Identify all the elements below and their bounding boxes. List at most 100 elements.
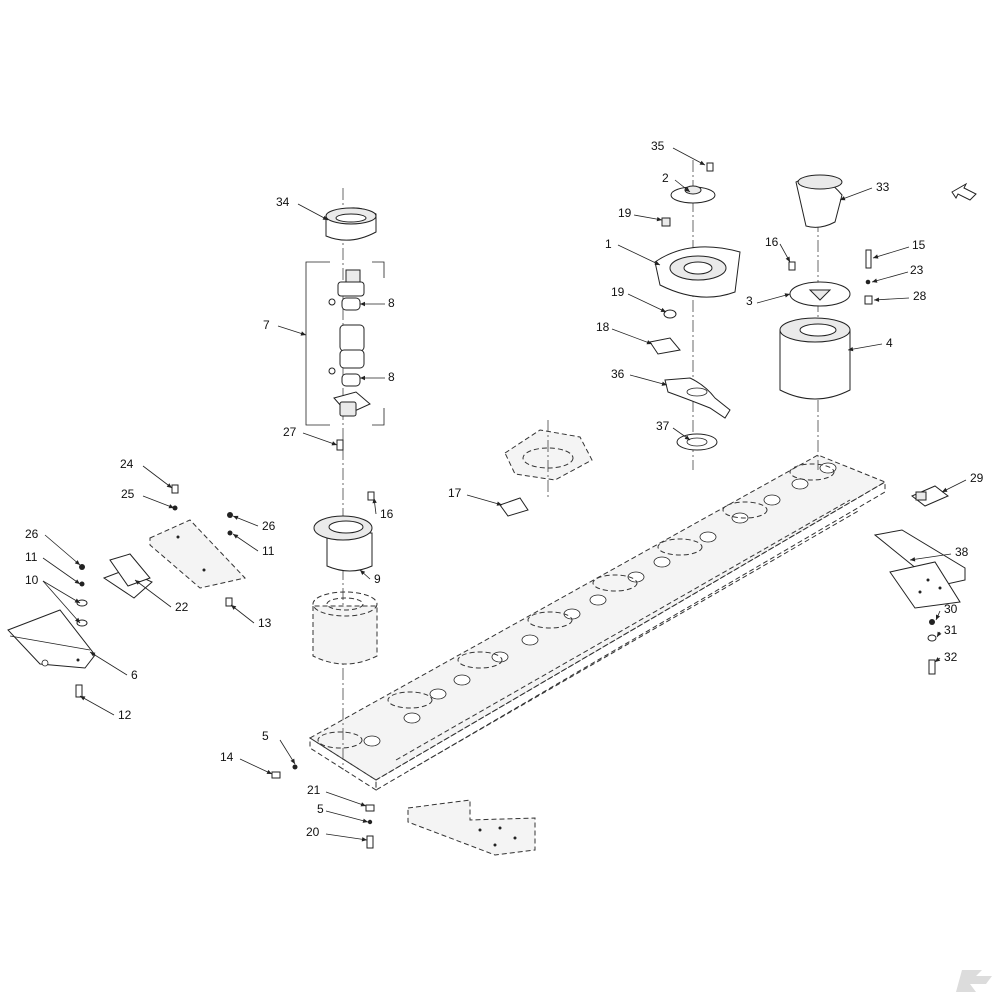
leader-line-c18	[611, 328, 653, 345]
leader-line-c4	[847, 343, 883, 351]
callout-c22: 22	[175, 600, 189, 614]
part-14-bolt	[271, 764, 298, 779]
leader-arrow-c29	[942, 487, 948, 492]
leader-line-c27	[302, 432, 338, 446]
callout-c25: 25	[121, 487, 135, 501]
callout-c5b: 5	[317, 802, 324, 816]
leader-arrow-c7	[300, 331, 306, 336]
part-34-cover	[325, 207, 377, 241]
callout-c4: 4	[886, 336, 893, 350]
leader-arrow-c10	[75, 617, 80, 623]
leader-arrow-c20	[361, 837, 367, 842]
part-4-housing	[779, 317, 851, 400]
leader-arrow-c4	[848, 346, 854, 352]
leader-arrow-c1	[654, 260, 660, 265]
leader-arrow-c28	[874, 297, 880, 302]
callout-c1: 1	[605, 237, 612, 251]
callout-c9: 9	[374, 572, 381, 586]
leader-arrow-c31	[937, 631, 942, 637]
leader-line-c21	[325, 791, 367, 807]
part-16-bolt-left	[367, 491, 375, 501]
part-38-plate	[873, 529, 966, 609]
leader-arrow-c10	[74, 598, 80, 603]
callout-c26a: 26	[25, 527, 39, 541]
callout-c28: 28	[913, 289, 927, 303]
leader-line-c15	[872, 246, 910, 259]
leader-arrow-c19b	[660, 307, 666, 312]
leader-arrow-c34	[322, 215, 328, 220]
leader-line-c24	[142, 465, 173, 489]
callout-c2: 2	[662, 171, 669, 185]
leader-line-c3	[756, 293, 791, 304]
leader-line-c38	[909, 553, 952, 561]
leader-line-c11b	[232, 533, 259, 552]
leader-arrow-c26a	[74, 560, 80, 565]
part-10-11-26-stack	[75, 564, 88, 698]
leader-line-c25	[142, 495, 175, 509]
center-disc-dashed	[504, 420, 593, 500]
leader-arrow-c5b	[362, 818, 368, 823]
callout-c23: 23	[910, 263, 924, 277]
leader-line-c12	[79, 695, 115, 716]
leader-arrow-c15	[873, 254, 879, 259]
callout-c30: 30	[944, 602, 958, 616]
leader-line-c1	[617, 244, 661, 266]
part-18-knife	[649, 337, 681, 355]
callout-c26b: 26	[262, 519, 276, 533]
direction-arrow-icon	[951, 182, 977, 201]
callout-c7: 7	[263, 318, 270, 332]
callout-c16b: 16	[380, 507, 394, 521]
part-21-5-20-stack	[365, 804, 375, 849]
leader-line-c19b	[627, 293, 667, 313]
callout-c21: 21	[307, 783, 321, 797]
leader-line-c10	[42, 580, 81, 624]
part-3-flange	[789, 281, 851, 307]
part-17-knife	[499, 497, 529, 517]
callout-c29: 29	[970, 471, 984, 485]
part-35-bolt	[706, 162, 714, 172]
part-30-31-32-stack	[927, 619, 937, 675]
callout-c8a: 8	[388, 296, 395, 310]
callout-c20: 20	[306, 825, 320, 839]
leader-arrow-c21	[360, 802, 366, 807]
callout-c38: 38	[955, 545, 969, 559]
part-15-23-28-stack	[864, 249, 873, 305]
bracket-7	[305, 261, 330, 426]
leader-arrow-c17	[496, 501, 502, 506]
callout-c37: 37	[656, 419, 670, 433]
cutter-bar-pads	[317, 463, 835, 749]
gearbox-housing-dashed	[312, 591, 378, 665]
part-37-ring	[676, 433, 718, 451]
callout-c13: 13	[258, 616, 272, 630]
part-25-shield-dashed	[149, 519, 246, 589]
leader-arrow-c36	[661, 381, 667, 386]
callout-c33: 33	[876, 180, 890, 194]
callout-c12: 12	[118, 708, 132, 722]
part-27-pin	[336, 439, 344, 451]
leader-arrow-c22	[135, 580, 141, 585]
callout-c16a: 16	[765, 235, 779, 249]
callout-c11b: 11	[262, 544, 275, 558]
callout-c6: 6	[131, 668, 138, 682]
leader-arrow-c25	[168, 504, 174, 509]
callout-c19b: 19	[611, 285, 625, 299]
part-9-flange-housing	[313, 515, 373, 572]
leader-arrow-c2	[684, 187, 690, 192]
leader-line-c28	[873, 297, 910, 301]
leader-line-c10	[42, 580, 81, 604]
part-19-nut-bottom	[663, 309, 677, 319]
part-6-shield	[7, 609, 96, 669]
leader-arrow-c30	[936, 614, 941, 620]
part-1-disc	[654, 246, 741, 298]
callout-c5a: 5	[262, 729, 269, 743]
leader-arrow-c11a	[74, 579, 80, 584]
leader-arrow-c26b	[233, 515, 239, 520]
leader-line-c14	[239, 758, 273, 775]
leader-arrow-c23	[872, 278, 878, 283]
callout-c24: 24	[120, 457, 134, 471]
leader-arrow-c24	[166, 483, 172, 488]
leader-arrow-c35	[699, 160, 705, 165]
callout-c32: 32	[944, 650, 958, 664]
